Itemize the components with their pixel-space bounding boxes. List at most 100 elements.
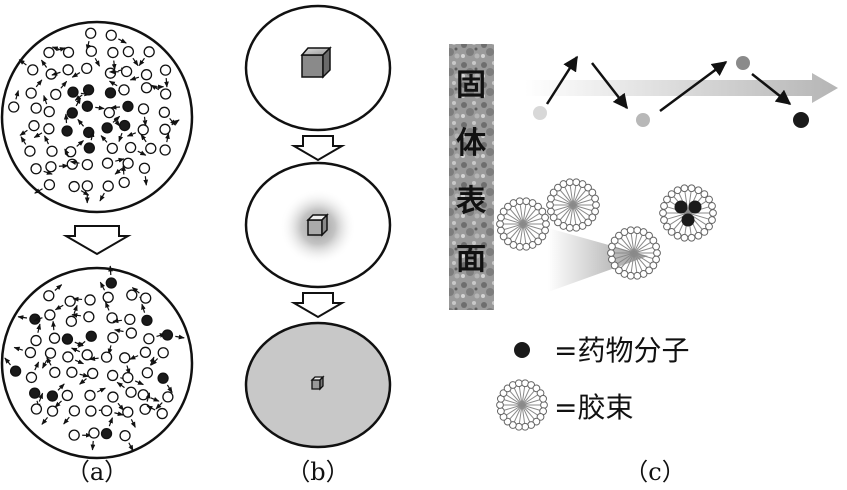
drug-diffusion-path: [525, 55, 838, 128]
solvent-molecule: [46, 405, 59, 417]
surfactant-tail: [509, 390, 523, 406]
solvent-molecule: [100, 351, 113, 363]
drug-molecule: [119, 119, 131, 132]
motion-arrow: [118, 38, 127, 44]
motion-arrow: [129, 354, 139, 360]
surfactant-head: [504, 237, 512, 246]
surfactant-tail: [559, 204, 574, 221]
drug-molecule: [85, 330, 97, 342]
motion-arrow: [145, 392, 151, 402]
motion-arrow: [43, 170, 53, 175]
surfactant-head: [559, 222, 568, 230]
motion-arrow: [116, 381, 125, 389]
solvent-molecule: [44, 309, 56, 321]
surfactant-tail: [633, 246, 654, 254]
surfactant-tail: [505, 404, 523, 416]
solvent-molecule: [66, 158, 78, 170]
motion-arrow: [54, 400, 62, 408]
motion-arrow: [134, 380, 144, 386]
solvent-molecule: [105, 29, 117, 41]
solvent-molecule: [137, 124, 149, 136]
surfactant-tail: [522, 223, 537, 240]
motion-arrow: [71, 72, 81, 78]
surfactant-tail: [572, 185, 577, 206]
solvent-molecule: [137, 103, 150, 115]
surfactant-head: [542, 220, 550, 228]
surfactant-head: [592, 201, 600, 209]
diffusion-step-4: [751, 73, 792, 105]
surfactant-head: [687, 233, 696, 242]
surfactant-head: [608, 255, 616, 264]
motion-arrow: [137, 150, 147, 156]
surfactant-tail: [522, 217, 543, 225]
drug-molecule: [83, 142, 95, 154]
solvent-molecule: [43, 46, 55, 59]
surfactant-head: [700, 227, 709, 236]
micelle-group: [496, 178, 717, 280]
solvent-molecule: [81, 62, 93, 75]
surfactant-head: [705, 222, 713, 231]
surfactant-tail: [572, 204, 587, 221]
solvent-molecule: [107, 391, 119, 403]
surfactant-head: [554, 183, 562, 192]
motion-arrow: [34, 188, 43, 194]
drug-molecule: [9, 365, 22, 377]
surfactant-head: [528, 241, 537, 249]
surfactant-head: [509, 241, 518, 249]
surfactant-tail: [569, 185, 574, 206]
surfactant-tail: [572, 193, 591, 206]
surfactant-tail: [522, 212, 541, 225]
motion-arrow: [41, 359, 48, 369]
surface-char-3: 表: [456, 184, 486, 219]
surfactant-tail: [553, 204, 574, 212]
motion-arrow: [110, 104, 121, 110]
surfactant-head: [709, 209, 717, 217]
surfactant-head: [667, 227, 676, 236]
solvent-molecule: [118, 176, 130, 189]
surfactant-head: [639, 228, 648, 236]
solvent-molecule: [50, 88, 62, 101]
surfactant-tail: [633, 241, 652, 254]
surfactant-tail: [616, 241, 635, 254]
drug-molecule: [157, 372, 169, 384]
surfactant-tail: [564, 186, 574, 206]
surfactant-tail: [625, 252, 635, 272]
surfactant-head: [700, 190, 709, 199]
motion-arrow: [17, 315, 28, 320]
surfactant-head: [620, 270, 629, 278]
surfactant-tail: [509, 208, 524, 225]
solvent-molecule: [106, 142, 118, 155]
solvent-molecule: [46, 145, 58, 157]
motion-arrow: [99, 192, 105, 202]
solvent-molecule: [107, 46, 119, 59]
motion-arrow: [142, 116, 148, 127]
surfactant-tail: [633, 252, 643, 272]
solvent-molecule: [64, 295, 76, 307]
solvent-molecule: [145, 142, 157, 155]
legend-micelle-icon: [496, 379, 548, 431]
drug-molecule-dark: [793, 112, 809, 128]
solvent-molecule: [61, 389, 73, 402]
panel-b-label: （b）: [286, 458, 349, 486]
surfactant-tail: [505, 394, 523, 406]
surfactant-head: [572, 178, 581, 187]
solvent-molecule: [101, 405, 113, 417]
surfactant-tail: [569, 204, 574, 225]
surfactant-head: [694, 186, 703, 195]
surfactant-tail: [633, 252, 638, 273]
legend-drug-label: =药物分子: [554, 334, 689, 367]
surfactant-head: [496, 401, 504, 409]
solvent-molecule: [160, 88, 172, 100]
motion-arrow: [96, 387, 106, 393]
solvent-molecule: [85, 45, 98, 57]
surface-char-1: 固: [456, 68, 486, 103]
surfactant-tail: [633, 234, 643, 254]
motion-arrow: [44, 135, 50, 145]
surfactant-tail: [522, 205, 532, 225]
surfactant-tail: [514, 205, 524, 225]
micelle-transport: [496, 178, 717, 292]
surfactant-head: [660, 202, 668, 210]
surface-char-2: 体: [456, 126, 487, 161]
motion-arrow: [35, 79, 43, 88]
